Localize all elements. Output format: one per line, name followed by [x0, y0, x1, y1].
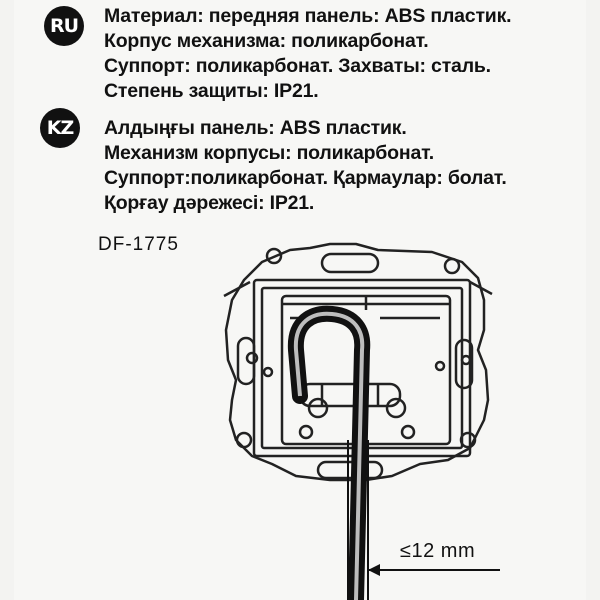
kz-line-protection: Қорғау дәрежесі: IP21.	[104, 192, 315, 214]
kz-line-support: Суппорт:поликарбонат. Қармаулар: болат.	[104, 167, 507, 189]
mounting-frame	[224, 242, 490, 482]
kz-line-housing: Механизм корпусы: поликарбонат.	[104, 142, 434, 164]
model-number: DF-1775	[98, 234, 179, 255]
ru-line-protection: Степень защиты: IP21.	[104, 80, 319, 102]
ru-line-material: Материал: передняя панель: ABS пластик.	[104, 5, 512, 27]
kz-spec-text: Алдыңғы панель: ABS пластик. Механизм ко…	[104, 116, 507, 216]
kz-language-badge: KZ	[40, 108, 80, 148]
ru-spec-text: Материал: передняя панель: ABS пластик. …	[104, 4, 512, 104]
cable-clamp	[298, 382, 402, 408]
ru-line-support: Суппорт: поликарбонат. Захваты: сталь.	[104, 55, 491, 77]
stripping-length-label: ≤12 mm	[400, 540, 476, 562]
ru-language-badge: RU	[44, 6, 84, 46]
ru-line-housing: Корпус механизма: поликарбонат.	[104, 30, 429, 52]
left-claw	[236, 336, 256, 386]
kz-line-panel: Алдыңғы панель: ABS пластик.	[104, 117, 407, 139]
instruction-sheet	[14, 0, 586, 600]
right-claw	[454, 338, 474, 390]
